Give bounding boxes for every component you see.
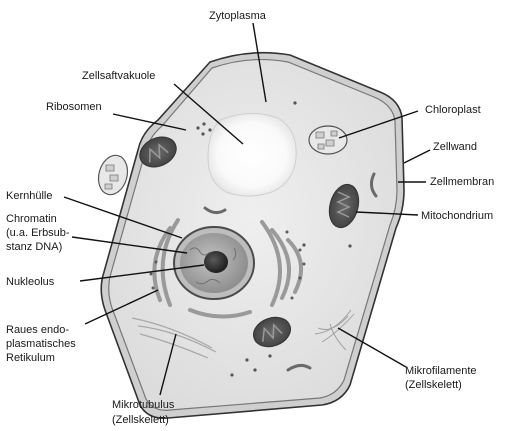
label-kernhuelle: Kernhülle <box>6 190 52 202</box>
label-zellsaftvakuole: Zellsaftvakuole <box>82 70 155 82</box>
label-zellmembran: Zellmembran <box>430 176 494 188</box>
label-zytoplasma: Zytoplasma <box>209 10 267 22</box>
label-raues-er-3: Retikulum <box>6 352 55 364</box>
label-raues-er-1: Raues endo- <box>6 324 69 336</box>
label-chromatin-2: (u.a. Erbsub- <box>6 227 70 239</box>
label-mikrotubulus-2: (Zellskelett) <box>112 414 169 426</box>
label-mikrofilamente-1: Mikrofilamente <box>405 365 477 377</box>
label-mitochondrium: Mitochondrium <box>421 210 493 222</box>
label-nukleolus: Nukleolus <box>6 276 55 288</box>
label-chloroplast: Chloroplast <box>425 104 481 116</box>
label-chromatin-1: Chromatin <box>6 213 57 225</box>
label-ribosomen: Ribosomen <box>46 101 102 113</box>
label-zellwand: Zellwand <box>433 141 477 153</box>
label-raues-er-2: plasmatisches <box>6 338 76 350</box>
chloroplast <box>309 126 347 154</box>
label-chromatin-3: stanz DNA) <box>6 241 62 253</box>
label-mikrotubulus-1: Mikrotubulus <box>112 399 175 411</box>
label-mikrofilamente-2: (Zellskelett) <box>405 379 462 391</box>
